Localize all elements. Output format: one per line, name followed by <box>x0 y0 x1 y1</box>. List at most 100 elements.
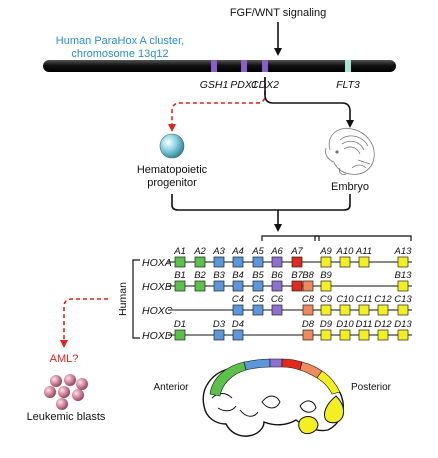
hox-gene-label-c10: C10 <box>336 294 354 305</box>
hox-gene-label-a11: A11 <box>355 246 372 257</box>
hox-gene-box-b5 <box>252 280 264 292</box>
hox-gene-box-a13 <box>397 256 409 268</box>
hox-gene-label-d3: D3 <box>213 319 226 330</box>
hox-gene-box-a4 <box>232 256 244 268</box>
chromosome-title-line1: Human ParaHox A cluster, <box>56 35 184 47</box>
progenitor-label-line1: Hematopoietic <box>137 164 208 176</box>
hox-gene-label-b6: B6 <box>271 270 283 281</box>
hox-gene-label-b5: B5 <box>252 270 264 281</box>
hox-gene-label-a2: A2 <box>193 246 206 257</box>
hox-gene-label-a13: A13 <box>394 246 413 257</box>
posterior-label: Posterior <box>351 382 392 393</box>
hox-gene-label-c4: C4 <box>232 294 244 305</box>
hox-gene-box-a11 <box>358 256 370 268</box>
progenitor-label-line2: progenitor <box>147 177 197 189</box>
hox-gene-box-b7 <box>291 280 303 292</box>
cluster-name-hoxa: HOXA <box>142 257 172 269</box>
hox-gene-box-c6 <box>271 304 283 316</box>
hox-gene-label-d10: D10 <box>336 319 354 330</box>
hox-gene-label-b1: B1 <box>174 270 186 281</box>
chromosome-title-line2: chromosome 13q12 <box>71 48 168 60</box>
hox-gene-label-c5: C5 <box>252 294 265 305</box>
hox-gene-label-a5: A5 <box>251 246 264 257</box>
embryo-body-illustration <box>202 358 345 437</box>
chromosome-gene-band-flt3 <box>345 60 351 72</box>
signal-label: FGF/WNT signaling <box>230 7 326 19</box>
hox-gene-box-c11 <box>358 304 370 316</box>
chromosome-gene-label-gsh1: GSH1 <box>200 79 229 91</box>
hox-gene-box-b9 <box>320 280 332 292</box>
hox-gene-box-d13 <box>397 329 409 341</box>
hox-gene-label-c13: C13 <box>394 294 412 305</box>
hox-gene-box-c8 <box>302 304 314 316</box>
hox-gene-label-a10: A10 <box>336 246 355 257</box>
hox-gene-box-c12 <box>377 304 389 316</box>
bracket-a9-a13 <box>314 235 412 241</box>
hox-gene-box-d12 <box>377 329 389 341</box>
hox-gene-box-c10 <box>339 304 351 316</box>
hox-gene-label-b7: B7 <box>291 270 303 281</box>
hox-gene-label-d9: D9 <box>320 319 333 330</box>
hox-gene-box-d4 <box>232 329 244 341</box>
hox-gene-box-c9 <box>320 304 332 316</box>
hox-gene-label-b4: B4 <box>232 270 244 281</box>
hox-gene-label-c11: C11 <box>356 294 373 305</box>
hox-gene-label-a1: A1 <box>173 246 186 257</box>
hox-gene-box-a5 <box>252 256 264 268</box>
hox-gene-box-b13 <box>397 280 409 292</box>
hox-gene-box-c4 <box>232 304 244 316</box>
chromosome-gene-label-pdx1: PDX1 <box>230 79 257 91</box>
chromosome-gene-band-pdx1 <box>241 60 247 72</box>
hox-gene-label-a3: A3 <box>212 246 225 257</box>
bracket-a6-a7 <box>261 235 320 241</box>
leukemic-blasts-label: Leukemic blasts <box>27 411 106 423</box>
hox-gene-label-b13: B13 <box>395 270 413 281</box>
hox-gene-box-a2 <box>194 256 206 268</box>
hox-gene-box-a1 <box>174 256 186 268</box>
hox-gene-box-b2 <box>194 280 206 292</box>
hox-gene-box-d1 <box>174 329 186 341</box>
embryo-sketch-icon <box>325 128 375 175</box>
hox-gene-box-a6 <box>271 256 283 268</box>
progenitor-cell-icon <box>159 133 185 159</box>
hox-gene-label-b3: B3 <box>213 270 225 281</box>
hox-gene-box-b6 <box>271 280 283 292</box>
hox-gene-label-d1: D1 <box>174 319 186 330</box>
cdx2-to-embryo-arrow <box>264 77 354 128</box>
human-bracket <box>132 259 140 339</box>
hox-gene-label-c9: C9 <box>320 294 333 305</box>
hox-gene-label-a7: A7 <box>290 246 303 257</box>
hox-gene-box-a9 <box>320 256 332 268</box>
hox-gene-label-c12: C12 <box>374 294 392 305</box>
leukemic-blasts-icon <box>44 374 88 410</box>
embryo-label: Embryo <box>331 181 369 193</box>
chromosome-gene-band-gsh1 <box>211 60 217 72</box>
hox-gene-box-c13 <box>397 304 409 316</box>
anterior-label: Anterior <box>153 382 189 393</box>
hox-gene-box-b3 <box>213 280 225 292</box>
hox-gene-label-b8: B8 <box>302 270 314 281</box>
hox-gene-label-d11: D11 <box>356 319 373 330</box>
hox-gene-box-a3 <box>213 256 225 268</box>
hox-gene-box-d11 <box>358 329 370 341</box>
hox-gene-box-d3 <box>213 329 225 341</box>
hox-gene-box-b1 <box>174 280 186 292</box>
aml-label: AML? <box>50 353 79 365</box>
hox-gene-box-b8 <box>302 280 314 292</box>
chromosome-gene-label-flt3: FLT3 <box>336 79 360 91</box>
hox-gene-box-d8 <box>302 329 314 341</box>
hox-gene-label-a6: A6 <box>270 246 283 257</box>
hox-gene-box-c5 <box>252 304 264 316</box>
hox-gene-label-c8: C8 <box>302 294 315 305</box>
hox-gene-box-a7 <box>291 256 303 268</box>
human-label: Human <box>117 282 129 316</box>
hox-gene-label-c6: C6 <box>271 294 284 305</box>
hox-gene-box-d9 <box>320 329 332 341</box>
aml-arrow <box>60 298 108 348</box>
chromosome-bar <box>43 60 396 72</box>
cluster-name-hoxb: HOXB <box>142 281 172 293</box>
hox-gene-box-d10 <box>339 329 351 341</box>
hox-gene-label-d13: D13 <box>394 319 412 330</box>
